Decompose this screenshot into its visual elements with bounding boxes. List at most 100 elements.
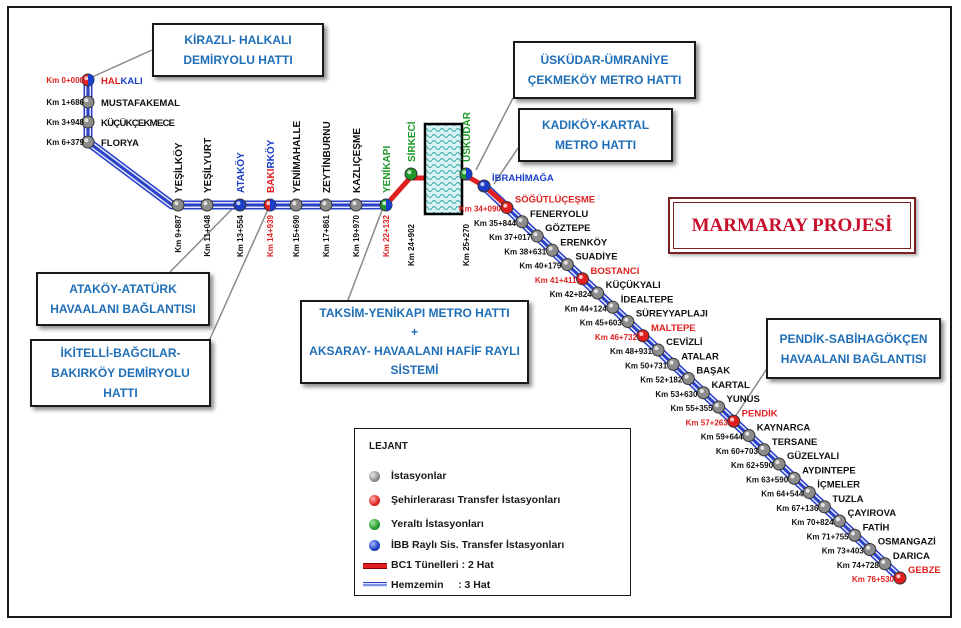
km-label: Km 63+590 (746, 475, 789, 484)
station-dot (848, 528, 862, 542)
station-dot (606, 300, 620, 314)
station-label: İBRAHİMAĞA (492, 172, 554, 184)
station-label: ATAKÖY (234, 152, 247, 193)
station-dot-half (466, 168, 472, 180)
station-dot (621, 315, 635, 329)
km-label: Km 71+755 (807, 532, 850, 541)
station-dot-highlight (866, 545, 871, 550)
station-label: AYDINTEPE (802, 465, 856, 476)
km-label: Km 46+732 (595, 333, 638, 342)
station-dot-highlight (669, 360, 674, 365)
station-dot-highlight (322, 201, 327, 206)
station-dot-highlight (594, 289, 598, 294)
surface-line-west (86, 80, 386, 207)
station-dot (757, 443, 771, 457)
station-dot (863, 543, 877, 557)
km-label: Km 64+544 (761, 490, 804, 499)
km-label: Km 60+703 (716, 447, 759, 456)
callout-ikitelli-line-3: HATTI (103, 386, 138, 400)
km-label: Km 57+263 (686, 418, 729, 427)
station-label: SÖĞÜTLÜÇEŞME (515, 194, 595, 206)
callout-pendik-line-1: PENDİK-SABİHAGÖKÇEN (779, 331, 928, 346)
callout-atakoy: ATAKÖY-ATATÜRK HAVAALANI BAĞLANTISI (36, 272, 210, 326)
station-marker (560, 258, 574, 272)
bosphorus-tunnel-box (423, 122, 464, 216)
km-label: Km 6+379 (46, 138, 84, 147)
station-dot-highlight (609, 303, 614, 308)
station-dot (171, 198, 185, 212)
station-label: MALTEPE (651, 323, 696, 334)
station-dot (817, 500, 831, 514)
station-label: YENİMAHALLE (290, 120, 303, 193)
station-label: ZEYTİNBURNU (320, 121, 333, 193)
ibb-marker-icon (369, 540, 380, 551)
station-dot-highlight (382, 201, 387, 206)
station-marker (727, 414, 741, 428)
station-label: MUSTAFAKEMAL (101, 98, 180, 109)
station-dot-highlight (503, 203, 508, 208)
project-title: MARMARAY PROJESİ (673, 202, 911, 249)
callout-pendik: PENDİK-SABİHAGÖKÇEN HAVAALANI BAĞLANTISI (766, 318, 941, 379)
station-label: SUADİYE (575, 252, 617, 263)
station-dot-half (270, 199, 276, 211)
km-label: Km 45+603 (580, 319, 623, 328)
station-marker (591, 286, 605, 300)
callout-ikitelli-line-1: İKİTELLİ-BAĞCILAR- (60, 346, 181, 360)
station-marker (575, 272, 589, 286)
station-marker (833, 514, 847, 528)
station-label: DARICA (893, 551, 930, 562)
station-dot (666, 357, 680, 371)
station-marker (696, 386, 710, 400)
legend: LEJANT İstasyonlar Şehirlerarası Transfe… (354, 428, 631, 596)
underground-marker-icon (369, 519, 380, 530)
station-label: ERENKÖY (560, 237, 608, 248)
station-dot-highlight (760, 445, 765, 450)
station-dot-highlight (714, 403, 719, 408)
station-dot-highlight (563, 260, 568, 265)
transfer-marker-icon (369, 495, 380, 506)
callout-connector-line (204, 204, 271, 351)
station-marker (81, 115, 95, 129)
station-dot-highlight (881, 559, 886, 564)
station-label: YENİKAPI (380, 146, 393, 193)
station-dot-highlight (548, 246, 553, 251)
callout-connector-line (475, 97, 514, 171)
km-label: Km 13+554 (236, 214, 245, 257)
km-label: Km 48+931 (610, 347, 653, 356)
km-label: Km 76+530 (852, 575, 895, 584)
station-marker (636, 329, 650, 343)
station-marker (545, 243, 559, 257)
station-dot-highlight (639, 331, 644, 336)
station-dot (233, 198, 247, 212)
station-dot-highlight (730, 417, 735, 422)
station-dot-highlight (480, 182, 485, 187)
station-marker (893, 571, 907, 585)
km-label: Km 44+124 (565, 304, 608, 313)
km-label: Km 38+631 (504, 247, 547, 256)
callout-uskudar: ÜSKÜDAR-ÜMRANİYE ÇEKMEKÖY METRO HATTI (513, 41, 696, 99)
km-label: Km 24+902 (407, 223, 416, 266)
station-marker (263, 198, 277, 212)
station-dot (560, 258, 574, 272)
station-dot-highlight (462, 170, 467, 175)
station-label: ÜSKÜDAR (460, 111, 473, 162)
legend-item-station: İstasyonlar (391, 470, 447, 482)
station-label: KÜÇÜKÇEKMECE (101, 118, 175, 129)
km-label: Km 70+824 (791, 518, 834, 527)
station-marker (319, 198, 333, 212)
legend-item-transfer: Şehirlerarası Transfer İstasyonları (391, 494, 561, 506)
km-label: Km 53+630 (655, 390, 698, 399)
station-label: İDEALTEPE (621, 294, 674, 305)
station-dot-highlight (835, 517, 840, 522)
km-label: Km 11+048 (203, 214, 212, 256)
station-dot-highlight (407, 170, 412, 175)
station-marker (349, 198, 363, 212)
station-dot (742, 429, 756, 443)
km-label: Km 37+017 (489, 233, 532, 242)
station-dot (893, 571, 907, 585)
station-dot (833, 514, 847, 528)
station-dot (289, 198, 303, 212)
station-marker (787, 471, 801, 485)
